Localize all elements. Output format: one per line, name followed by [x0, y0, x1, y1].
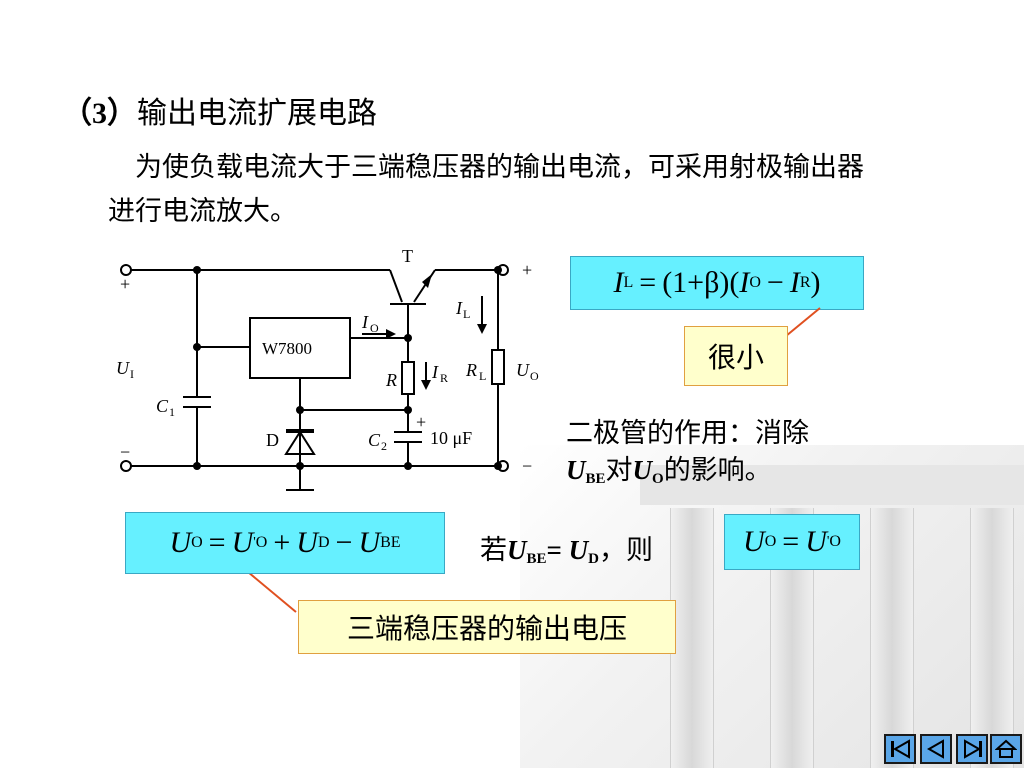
c2-sub: 2 — [381, 439, 387, 453]
io-label: I — [361, 312, 369, 332]
f3-uo: U — [743, 525, 765, 558]
background-building-image — [520, 445, 1024, 768]
f1-lhs: I — [613, 266, 624, 299]
small-current-callout: 很小 — [684, 326, 788, 386]
note-ube-sub: BE — [585, 471, 606, 487]
section-title: 输出电流扩展电路 — [137, 96, 377, 131]
home-icon — [995, 739, 1017, 758]
il-sub: L — [463, 307, 470, 321]
ir-sub: R — [440, 371, 448, 385]
intro-paragraph: 为使负载电流大于三端稳压器的输出电流，可采用射极输出器进行电流放大。 — [108, 152, 864, 227]
f2-uop-sub: O — [255, 534, 268, 551]
rl-sub: L — [479, 369, 486, 383]
f1-eq: = — [639, 266, 657, 299]
home-button[interactable] — [990, 734, 1022, 764]
f1-io-sub: O — [749, 274, 761, 291]
ui-sub: I — [130, 367, 134, 381]
first-page-button[interactable] — [884, 734, 916, 764]
f2-eq: = — [208, 526, 226, 559]
uo-sub: O — [530, 369, 539, 383]
f2-uop: U — [231, 526, 254, 559]
f1-close: ) — [810, 266, 821, 299]
f3-eq: = — [782, 525, 800, 558]
f3-uop-sub: O — [829, 533, 841, 550]
prev-page-button[interactable] — [920, 734, 952, 764]
f2-ube: U — [358, 526, 381, 559]
f2-ud: U — [296, 526, 318, 559]
il-label: I — [455, 298, 463, 318]
f1-ir-sub: R — [799, 274, 811, 291]
f2-uo-sub: O — [191, 534, 203, 551]
cond-ruo: 若 — [480, 535, 507, 566]
note-uo: U — [632, 455, 653, 485]
minus-right: − — [522, 456, 532, 476]
f2-uo: U — [169, 526, 192, 559]
f3-uo-sub: O — [764, 533, 777, 550]
note-dui: 对 — [605, 455, 633, 486]
section-heading: （3）输出电流扩展电路 — [62, 88, 377, 132]
f1-io: I — [739, 266, 750, 299]
cond-ube-sub: BE — [526, 551, 547, 567]
f2-minus: − — [335, 526, 353, 559]
plus-left: + — [120, 274, 130, 294]
section-number: （3） — [62, 97, 137, 130]
ui-label: U — [116, 358, 130, 378]
io-sub: O — [370, 321, 379, 335]
diode-label: D — [266, 430, 279, 450]
f2-ube-sub: BE — [380, 534, 401, 551]
c2-label: C — [368, 430, 381, 450]
c1-label: C — [156, 396, 169, 416]
f2-uop-sup: ' — [253, 535, 256, 550]
minus-left: − — [120, 442, 130, 462]
rl-label: R — [465, 360, 477, 380]
condition-text: 若UBE= UD，则 — [480, 528, 653, 568]
prev-page-icon — [926, 739, 944, 759]
uo-label: U — [516, 360, 530, 380]
note-uo-sub: O — [652, 471, 664, 487]
f1-mid: (1+β)( — [662, 266, 740, 299]
r-label: R — [385, 370, 397, 390]
c2-plus: + — [416, 412, 426, 432]
cond-ud-sub: D — [588, 551, 599, 567]
c2-value: 10 μF — [430, 428, 472, 448]
diode-note: 二极管的作用：消除 UBE对UO的影响。 — [566, 416, 809, 497]
cond-ze: ，则 — [599, 535, 653, 566]
next-page-icon — [964, 739, 982, 759]
f1-minus: − — [766, 266, 784, 299]
note-tail: 的影响。 — [663, 455, 772, 486]
c1-sub: 1 — [169, 405, 175, 419]
regulator-label: W7800 — [262, 339, 312, 358]
first-page-icon — [891, 739, 910, 759]
plus-right: + — [522, 260, 532, 280]
transistor-label: T — [402, 246, 413, 266]
f2-plus: + — [273, 526, 291, 559]
f2-ud-sub: D — [317, 534, 330, 551]
cond-ud: U — [568, 535, 589, 565]
f3-uop-sup: ' — [826, 534, 830, 549]
note-ube: U — [566, 455, 586, 485]
cond-eq: = — [546, 535, 569, 565]
f1-lhs-sub: L — [623, 274, 634, 291]
f1-ir: I — [789, 266, 800, 299]
cond-ube: U — [507, 535, 527, 565]
f3-uop: U — [805, 525, 827, 558]
ir-label: I — [431, 362, 439, 382]
next-page-button[interactable] — [956, 734, 988, 764]
circuit-diagram: + − + − T W7800 U I C 1 I O R I R I L R … — [116, 246, 539, 491]
regulator-output-callout: 三端稳压器的输出电压 — [298, 600, 676, 654]
note-line1: 二极管的作用：消除 — [566, 418, 809, 449]
